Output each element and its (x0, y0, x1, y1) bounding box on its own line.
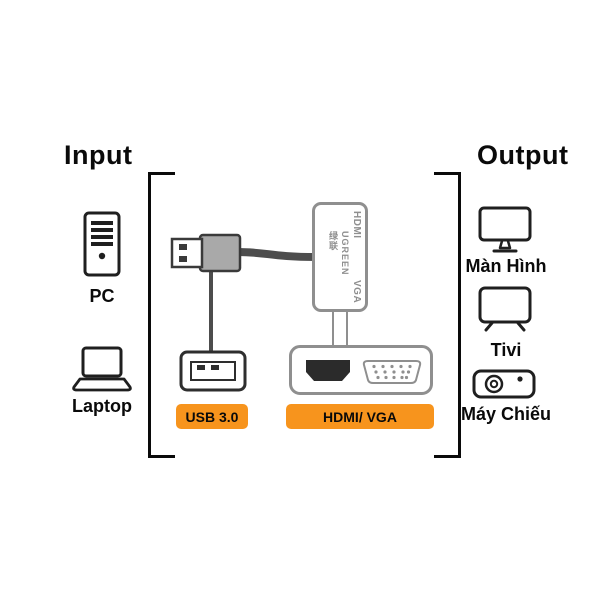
monitor-icon (478, 206, 532, 254)
pc-icon (83, 211, 121, 279)
tv-icon (478, 286, 532, 332)
adapter-hdmi-port-label: HDMI (351, 211, 362, 239)
input-bracket (148, 172, 175, 458)
usb-female-port (179, 350, 247, 392)
adapter-neck (332, 308, 348, 350)
laptop-label: Laptop (72, 396, 132, 416)
adapter-vga-port-label: VGA (351, 279, 362, 303)
usb3-badge: USB 3.0 (176, 404, 248, 429)
hdmi-vga-panel (289, 345, 433, 395)
hdmi-vga-badge: HDMI/ VGA (286, 404, 434, 429)
adapter-body: UGREEN 绿联 HDMI VGA (312, 202, 368, 312)
laptop-icon (70, 346, 134, 396)
adapter-brand: UGREEN 绿联 (328, 231, 350, 276)
hdmi-port-icon (304, 358, 352, 384)
output-bracket (434, 172, 461, 458)
usb-male-connector (170, 231, 242, 275)
monitor-label: Màn Hình (465, 256, 547, 276)
input-section-title: Input (64, 140, 133, 170)
vga-port-icon (360, 354, 424, 388)
output-section-title: Output (477, 140, 569, 170)
projector-icon (472, 366, 536, 402)
tv-label: Tivi (490, 340, 522, 360)
pc-label: PC (89, 286, 115, 306)
projector-label: Máy Chiếu (460, 404, 552, 424)
usb-cable (234, 248, 320, 261)
